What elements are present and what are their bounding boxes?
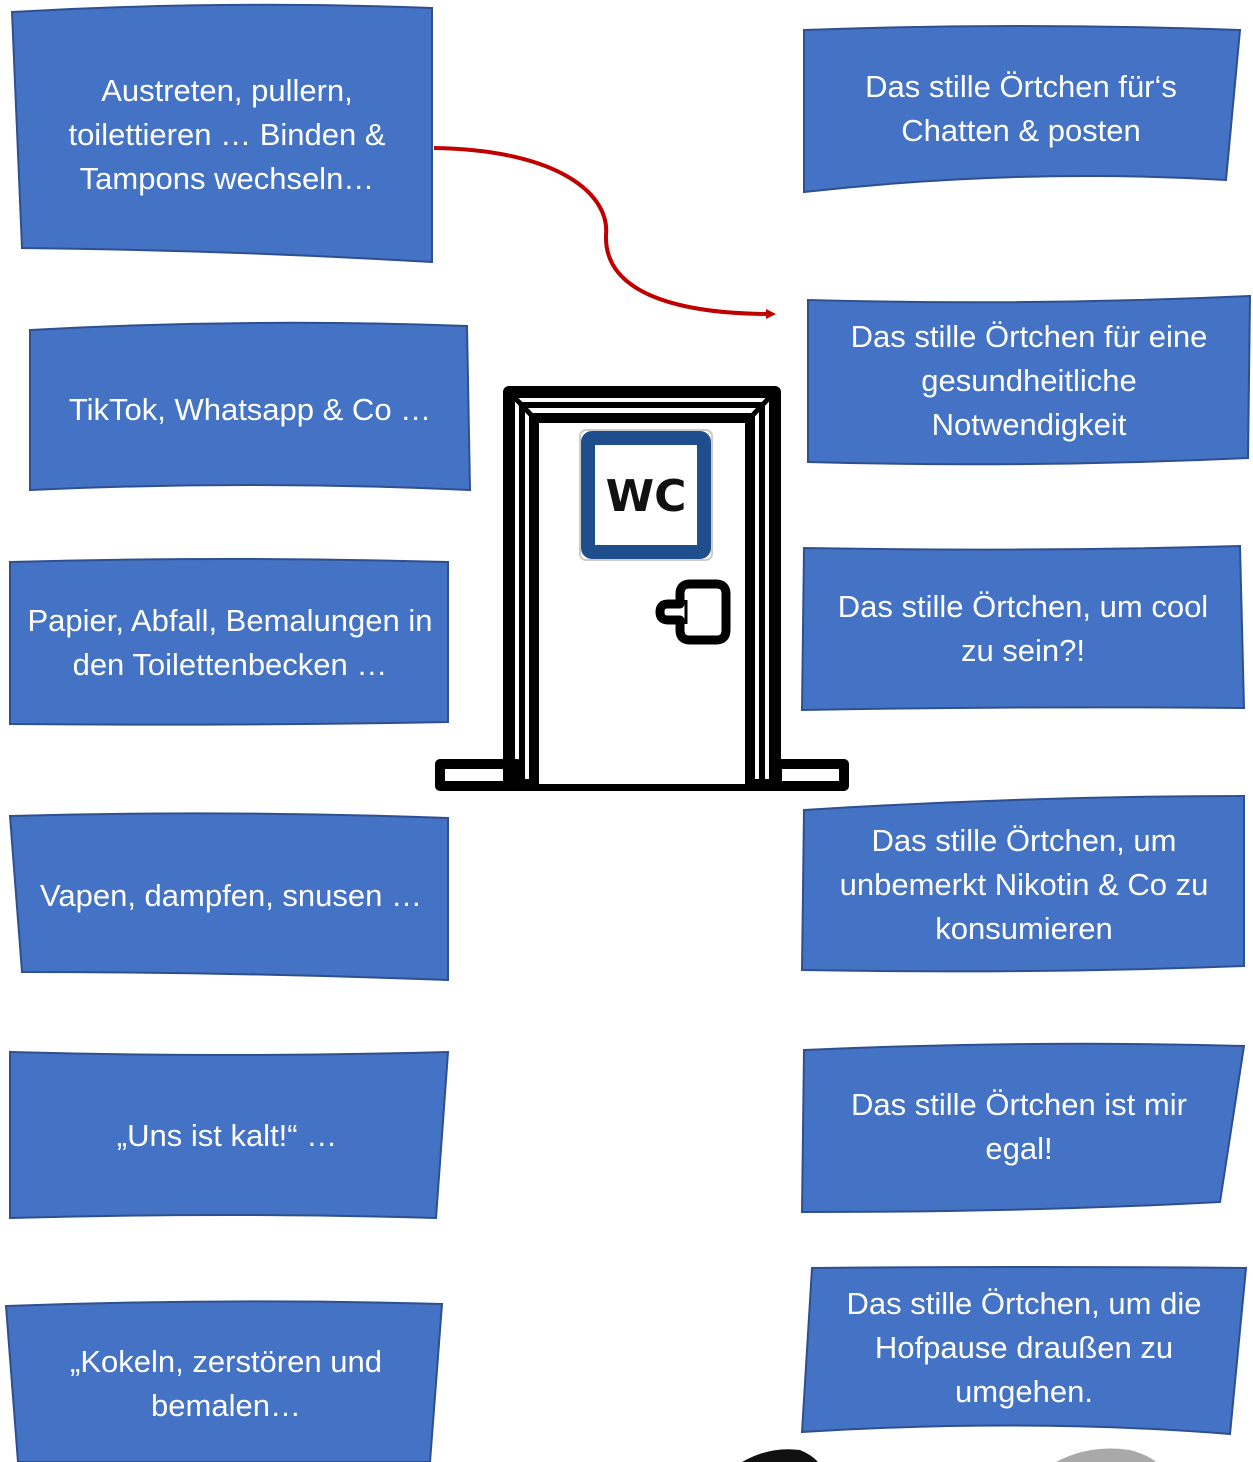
left-card-5-text: „Uns ist kalt!“ … <box>116 1118 338 1153</box>
door-bevel-right <box>748 396 771 420</box>
left-card-3-text: Papier, Abfall, Bemalungen in den Toilet… <box>27 603 433 682</box>
right-card-1-text: Das stille Örtchen für‘s Chatten & poste… <box>865 69 1177 148</box>
left-card-6-text: „Kokeln, zerstören und bemalen… <box>70 1344 382 1423</box>
door-bevel-left <box>513 396 536 420</box>
right-card-5 <box>800 1042 1246 1214</box>
bottom-partial-shape-grey <box>1056 1448 1156 1462</box>
left-card-3 <box>9 558 449 726</box>
connector-arrow <box>433 146 776 319</box>
left-card-1-text: Austreten, pullern, toilettieren … Binde… <box>68 73 386 196</box>
bottom-partial-shape-dark <box>742 1449 818 1462</box>
right-card-3-text: Das stille Örtchen, um cool zu sein?! <box>837 589 1209 668</box>
left-card-6 <box>4 1300 444 1462</box>
left-card-4 <box>8 812 449 982</box>
wc-sign-border <box>581 431 711 559</box>
left-card-2 <box>29 321 472 492</box>
right-card-4-text: Das stille Örtchen, um unbemerkt Nikotin… <box>839 823 1209 946</box>
right-card-6 <box>800 1266 1248 1436</box>
left-card-1 <box>10 3 433 264</box>
door-frame <box>503 386 781 784</box>
right-card-2-text: Das stille Örtchen für eine gesundheitli… <box>850 319 1208 442</box>
door-inner-frame <box>519 402 765 784</box>
left-card-4-text: Vapen, dampfen, snusen … <box>39 878 422 913</box>
right-card-1 <box>803 25 1242 194</box>
right-card-2 <box>807 294 1252 466</box>
right-card-4 <box>800 794 1245 973</box>
left-card-2-text: TikTok, Whatsapp & Co … <box>68 392 432 427</box>
right-card-5-text: Das stille Örtchen ist mir egal! <box>851 1087 1187 1166</box>
door-illustration <box>435 386 849 791</box>
left-card-5 <box>9 1050 450 1220</box>
right-card-6-text: Das stille Örtchen, um die Hofpause drau… <box>846 1286 1202 1409</box>
wc-sign-label: WC <box>605 471 687 522</box>
right-card-3 <box>800 544 1246 712</box>
door-handle-icon <box>655 579 731 645</box>
